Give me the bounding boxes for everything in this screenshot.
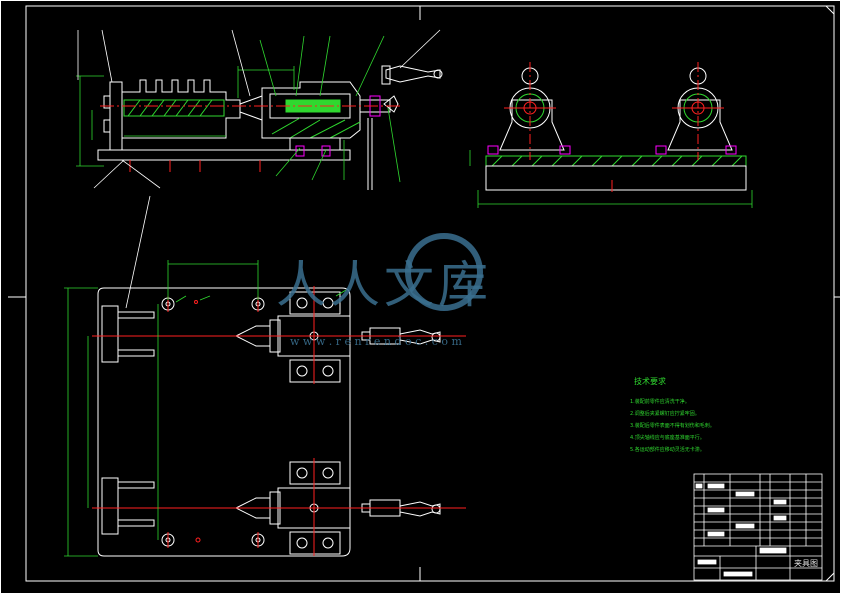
- technical-notes: 技术要求 1.装配前零件应清洗干净。 2.调整后夹紧螺钉应拧紧牢固。 3.装配后…: [630, 376, 715, 453]
- notes-item: 2.调整后夹紧螺钉应拧紧牢固。: [630, 410, 700, 417]
- notes-item: 1.装配前零件应清洗干净。: [630, 398, 690, 405]
- side-view-dimensions: [469, 150, 753, 208]
- plan-view-dimensions: [64, 260, 347, 557]
- watermark-url: w w w . r e n r e n d o c . c o m: [290, 335, 462, 348]
- side-view: [485, 62, 747, 192]
- title-block-name: 夹具图: [794, 558, 818, 568]
- front-section-view: [97, 65, 443, 190]
- watermark: 人人文库 w w w . r e n r e n d o c . c o m: [276, 233, 492, 348]
- plan-view: [92, 286, 466, 557]
- front-view-labels: [77, 29, 441, 189]
- title-block: [693, 473, 823, 581]
- plan-view-leader: [125, 195, 151, 309]
- notes-item: 5.各运动部件应移动灵活无卡滞。: [630, 446, 705, 453]
- notes-item: 3.装配后零件表面不得有划伤和毛刺。: [630, 422, 715, 429]
- front-view-dimensions: [76, 35, 401, 183]
- notes-item: 4.顶尖轴线应与底座基准面平行。: [630, 434, 705, 441]
- notes-title: 技术要求: [634, 376, 666, 386]
- watermark-text: 人人文库: [276, 256, 492, 314]
